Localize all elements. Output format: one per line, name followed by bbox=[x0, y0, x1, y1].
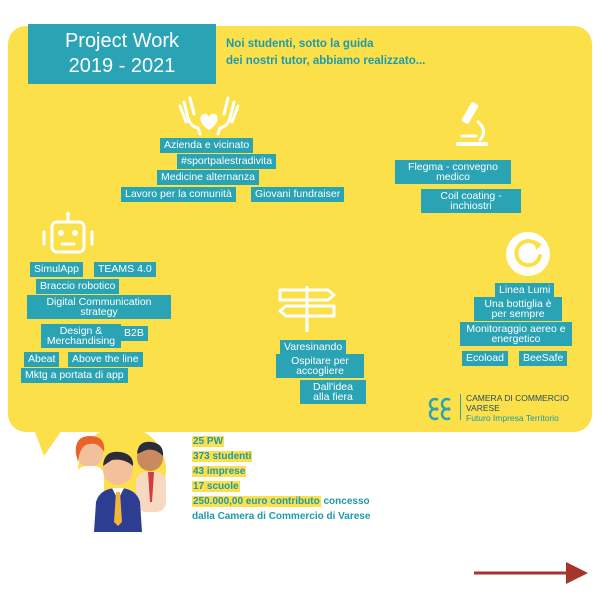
tag-azienda-vicinato: Azienda e vicinato bbox=[160, 138, 254, 153]
stat-students-value: 373 studenti bbox=[192, 451, 253, 462]
microscope-icon bbox=[456, 102, 488, 146]
tag-sportpalestradivita: #sportpalestradivita bbox=[177, 154, 277, 169]
stats-block: 25 PW 373 studenti 43 imprese 17 scuole … bbox=[192, 436, 370, 526]
tag-dall-idea: Dall'idea alla fiera bbox=[300, 380, 366, 404]
tag-linea-lumi: Linea Lumi bbox=[495, 283, 555, 298]
stat-pw: 25 PW bbox=[192, 436, 370, 448]
logo-line1: CAMERA DI COMMERCIO bbox=[466, 393, 569, 403]
tag-medicine-alternanza: Medicine alternanza bbox=[157, 170, 259, 185]
arrow-right-icon[interactable] bbox=[472, 560, 590, 586]
logo-separator bbox=[460, 394, 461, 420]
hands-heart-icon bbox=[178, 96, 240, 136]
title-line2: 2019 - 2021 bbox=[68, 55, 176, 77]
tag-flegma: Flegma - convegno medico bbox=[395, 160, 511, 184]
stat-schools-value: 17 scuole bbox=[192, 481, 240, 492]
tag-braccio-robotico: Braccio robotico bbox=[36, 279, 120, 294]
tag-ospitare-text: Ospitare per accogliere bbox=[291, 355, 349, 377]
stat-companies: 43 imprese bbox=[192, 466, 370, 478]
logo-line2: VARESE bbox=[466, 403, 500, 413]
tag-ospitare: Ospitare per accogliere bbox=[276, 354, 364, 378]
camera-commercio-logo: CAMERA DI COMMERCIO VARESE Futuro Impres… bbox=[426, 390, 576, 430]
tag-flegma-text: Flegma - convegno medico bbox=[408, 161, 498, 183]
stat-contribution: 250.000,00 euro contributo concesso bbox=[192, 496, 370, 508]
tag-una-bottiglia: Una bottiglia è per sempre bbox=[474, 297, 562, 321]
stat-contribution-value: 250.000,00 euro contributo bbox=[192, 496, 321, 507]
stat-contribution-rest: concesso bbox=[320, 496, 370, 507]
tag-b2b: B2B bbox=[120, 326, 148, 341]
stat-schools: 17 scuole bbox=[192, 481, 370, 493]
tag-monitoraggio-text: Monitoraggio aereo e energetico bbox=[466, 323, 566, 345]
tag-coil-coating-text: Coil coating - inchiostri bbox=[440, 190, 502, 212]
tag-beesafe: BeeSafe bbox=[519, 351, 568, 366]
intro-text: Noi studenti, sotto la guida dei nostri … bbox=[226, 36, 486, 70]
tag-dall-idea-text: Dall'idea alla fiera bbox=[313, 381, 353, 403]
tag-giovani-fundraiser: Giovani fundraiser bbox=[251, 187, 345, 202]
tag-above-the-line: Above the line bbox=[68, 352, 143, 367]
tag-teams: TEAMS 4.0 bbox=[94, 262, 156, 277]
logo-mark-icon bbox=[428, 397, 451, 421]
title-line1: Project Work bbox=[64, 30, 180, 52]
tag-coil-coating: Coil coating - inchiostri bbox=[421, 189, 521, 213]
title-box: Project Work 2019 - 2021 bbox=[28, 24, 216, 84]
tag-digital-communication: Digital Communication strategy bbox=[27, 295, 171, 319]
students-illustration bbox=[75, 426, 166, 532]
tag-varesinando: Varesinando bbox=[280, 340, 347, 355]
recycle-icon bbox=[506, 232, 550, 276]
tag-una-bottiglia-text: Una bottiglia è per sempre bbox=[484, 298, 552, 320]
robot-icon bbox=[42, 212, 94, 254]
tag-design-merchandising: Design & Merchandising bbox=[41, 324, 121, 348]
stat-pw-value: 25 PW bbox=[192, 436, 225, 447]
intro-line1: Noi studenti, sotto la guida bbox=[226, 38, 374, 50]
logo-line3: Futuro Impresa Territorio bbox=[466, 413, 559, 423]
speech-bubble-tail bbox=[32, 424, 66, 456]
tag-mktg-app: Mktg a portata di app bbox=[21, 368, 128, 383]
stat-contribution-source: dalla Camera di Commercio di Varese bbox=[192, 511, 371, 522]
stat-companies-value: 43 imprese bbox=[192, 466, 247, 477]
tag-abeat: Abeat bbox=[24, 352, 60, 367]
tag-lavoro-comunita: Lavoro per la comunità bbox=[121, 187, 236, 202]
tag-design-merchandising-text: Design & Merchandising bbox=[46, 325, 116, 347]
stat-students: 373 studenti bbox=[192, 451, 370, 463]
tag-ecoload: Ecoload bbox=[462, 351, 508, 366]
tag-monitoraggio: Monitoraggio aereo e energetico bbox=[460, 322, 572, 346]
intro-line2: dei nostri tutor, abbiamo realizzato... bbox=[226, 55, 426, 67]
tag-simulapp: SimulApp bbox=[30, 262, 83, 277]
tag-digital-communication-text: Digital Communication strategy bbox=[46, 296, 152, 318]
signpost-icon bbox=[278, 286, 336, 332]
